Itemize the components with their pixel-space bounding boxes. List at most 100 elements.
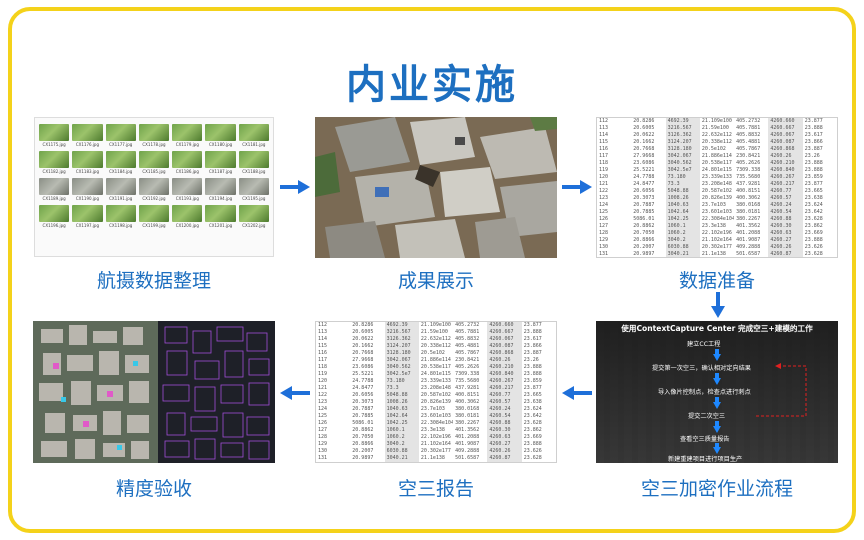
workflow-arrow-icon [713,354,721,361]
table-cell: 1042.64 [384,413,419,420]
thumbnail-item[interactable]: CX1182.jpg [39,151,70,175]
table-cell: 4260.868 [768,146,803,153]
workflow-step-5: 查看空三质量报告 [680,436,730,443]
thumbnail-filename: CX1179.jpg [175,142,199,147]
thumbnail-image [72,124,103,141]
arrow-left-icon [280,386,310,400]
table-cell: 3216.567 [384,329,419,336]
thumbnail-item[interactable]: CX1198.jpg [105,205,136,229]
table-cell: 4260.57 [768,195,803,202]
table-cell: 5086.01 [352,420,374,426]
table-cell: 23.617 [523,336,542,342]
thumbnail-filename: CX1177.jpg [109,142,133,147]
thumbnail-item[interactable]: CX1202.jpg [238,205,269,229]
table-cell: 401.2088 [455,434,480,440]
table-cell: 409.2888 [455,448,480,454]
thumbnail-item[interactable]: CX1178.jpg [138,124,170,148]
table-cell: 23.888 [523,364,542,370]
table-cell: 23.887 [804,146,823,152]
thumbnail-filename: CX1186.jpg [175,169,199,174]
table-cell: 405.4881 [736,139,761,145]
thumbnail-image [238,124,269,141]
thumbnail-item[interactable]: CX1194.jpg [205,178,236,202]
thumbnail-item[interactable]: CX1180.jpg [205,124,236,148]
table-cell: 25.5221 [633,167,655,173]
thumbnail-item[interactable]: CX1176.jpg [72,124,103,148]
thumbnail-filename: CX1193.jpg [175,196,199,201]
thumbnail-image [72,205,103,222]
thumbnail-filename: CX1201.jpg [208,223,233,228]
table-cell: 23.888 [804,160,823,166]
thumbnail-item[interactable]: CX1177.jpg [105,124,136,148]
thumbnail-item[interactable]: CX1192.jpg [138,178,170,202]
table-cell: 23.617 [804,132,823,138]
table-cell: 23.601e103 [701,209,732,215]
thumbnail-item[interactable]: CX1184.jpg [105,151,136,175]
thumbnail-item[interactable]: CX1197.jpg [72,205,103,229]
table-cell: 4260.87 [768,251,803,257]
table-cell: 20.587e102 [420,392,451,398]
thumbnail-item[interactable]: CX1183.jpg [72,151,103,175]
thumbnail-item[interactable]: CX1196.jpg [39,205,70,229]
thumbnail-item[interactable]: CX1189.jpg [39,178,70,202]
thumbnail-image [138,205,170,222]
table-cell: 4260.660 [487,322,522,329]
thumbnail-image [205,178,236,195]
thumbnail-item[interactable]: CX1181.jpg [238,124,269,148]
thumbnail-item[interactable]: CX1193.jpg [172,178,203,202]
thumbnail-item[interactable]: CX1200.jpg [172,205,203,229]
table-cell: 405.2626 [455,364,480,370]
thumbnail-image [105,124,136,141]
table-cell: 1008.26 [665,195,700,202]
table-cell: 7309.338 [455,371,480,377]
table-cell: 23.877 [523,322,542,328]
table-cell: 20.338e112 [420,343,451,349]
thumbnail-item[interactable]: CX1186.jpg [172,151,203,175]
thumbnail-item[interactable]: CX1201.jpg [205,205,236,229]
table-cell: 116 [599,146,609,152]
table-cell: 4260.87 [487,455,522,462]
table-cell: 73.180 [665,174,700,181]
thumbnail-item[interactable]: CX1191.jpg [105,178,136,202]
table-cell: 3040.21 [665,251,700,257]
table-cell: 23.888 [804,125,823,131]
table-cell: 5086.01 [633,216,655,222]
table-cell: 20.8286 [633,118,655,124]
thumbnail-item[interactable]: CX1190.jpg [72,178,103,202]
thumbnail-filename: CX1200.jpg [175,223,199,228]
table-cell: 3040.2 [665,237,700,244]
table-cell: 3128.180 [384,350,419,357]
thumbnail-item[interactable]: CX1188.jpg [238,151,269,175]
table-cell: 20.302e177 [420,448,451,454]
thumbnail-item[interactable]: CX1179.jpg [172,124,203,148]
caption-aerotriangulation: 空三加密作业流程 [640,478,793,500]
thumbnail-image [238,151,269,168]
rooftops-image [315,117,557,258]
thumbnail-item[interactable]: CX1185.jpg [138,151,170,175]
table-cell: 23.638 [804,195,823,201]
thumbnail-item[interactable]: CX1199.jpg [138,205,170,229]
table-cell: 24.7788 [633,174,655,180]
table-cell: 501.6587 [736,251,761,257]
table-cell: 20.7050 [352,434,374,440]
table-cell: 4260.840 [487,371,522,378]
table-cell: 3124.207 [665,139,700,146]
table-cell: 21.1e138 [701,251,726,257]
table-cell: 3124.207 [384,343,419,350]
table-cell: 23.628 [804,216,823,222]
table-cell: 23.642 [804,209,823,215]
thumbnail-item[interactable]: CX1175.jpg [39,124,70,148]
thumbnail-item[interactable]: CX1187.jpg [205,151,236,175]
table-cell: 20.5e102 [420,350,445,356]
table-cell: 120 [318,378,328,384]
table-cell: 3042.067 [665,153,700,160]
thumbnail-item[interactable]: CX1195.jpg [238,178,269,202]
table-cell: 1042.25 [665,216,700,223]
table-cell: 4260.087 [487,343,522,350]
